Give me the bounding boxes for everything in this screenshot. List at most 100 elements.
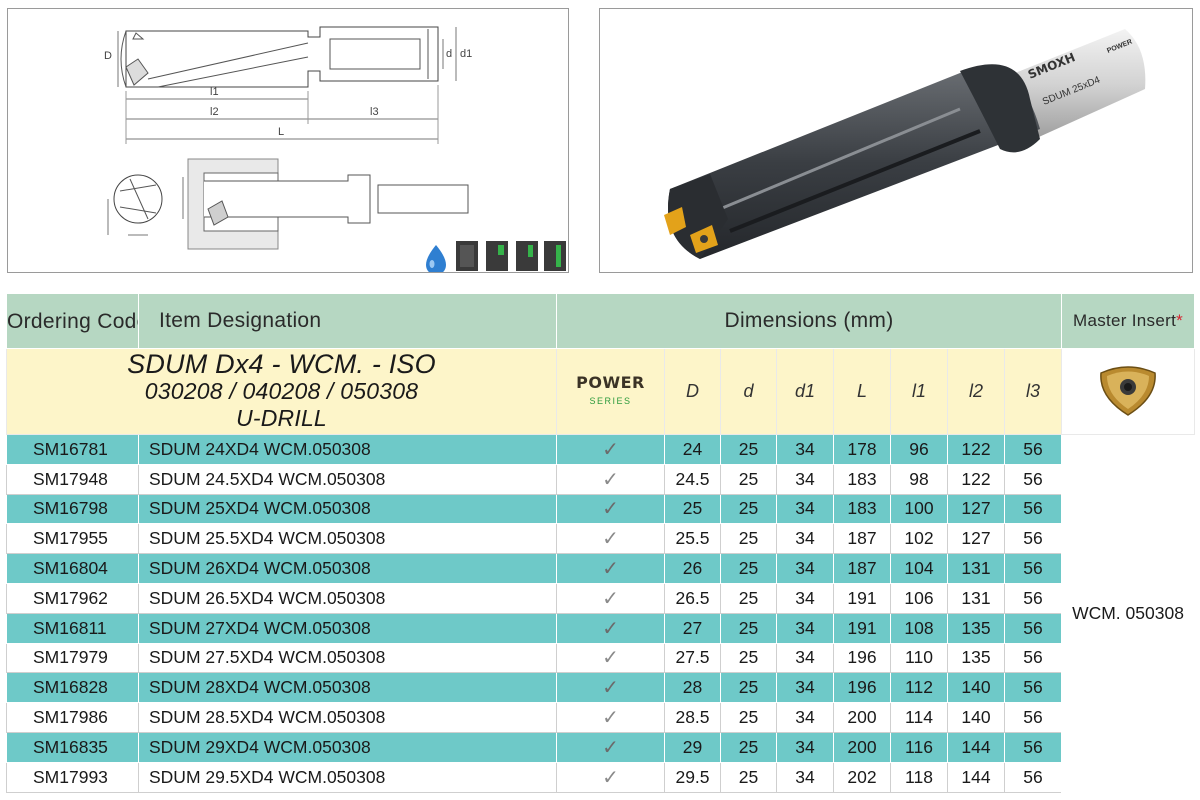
- dim-cell-D: 24.5: [664, 463, 721, 495]
- power-series-check-icon: ✓: [556, 523, 665, 555]
- dim-cell-d1: 34: [776, 582, 834, 614]
- dim-cell-l3: 56: [1003, 434, 1063, 465]
- dim-cell-d1: 34: [776, 434, 834, 465]
- dim-cell-d1: 34: [776, 672, 834, 704]
- power-series-check-icon: ✓: [556, 612, 665, 644]
- dim-cell-d1: 34: [776, 523, 834, 555]
- material-stainless-icon: [516, 241, 538, 271]
- dim-label-D: D: [664, 348, 721, 435]
- ordering-code-cell: SM16835: [6, 731, 139, 763]
- power-series-check-icon: ✓: [556, 731, 665, 763]
- dim-cell-l3: 56: [1003, 761, 1063, 793]
- power-series-check-icon: ✓: [556, 761, 665, 793]
- dim-cell-l1: 100: [890, 493, 948, 525]
- dim-cell-d1: 34: [776, 493, 834, 525]
- item-designation-cell: SDUM 27.5XD4 WCM.050308: [138, 642, 557, 674]
- dim-cell-d1: 34: [776, 463, 834, 495]
- ordering-code-cell: SM17948: [6, 463, 139, 495]
- technical-drawing-panel: D d d1 l1 l2 l3 L: [7, 8, 569, 273]
- dim-cell-d: 25: [720, 642, 777, 674]
- wcm-insert-icon: [1100, 366, 1156, 416]
- dim-cell-L: 196: [833, 672, 891, 704]
- power-series-check-icon: ✓: [556, 642, 665, 674]
- dim-cell-l3: 56: [1003, 493, 1063, 525]
- dim-label-l1: l1: [890, 348, 948, 435]
- dim-label-l2: l2: [947, 348, 1005, 435]
- dim-cell-L: 202: [833, 761, 891, 793]
- power-logo-subtext: SERIES: [589, 395, 632, 406]
- dim-cell-L: 200: [833, 731, 891, 763]
- dim-cell-d: 25: [720, 612, 777, 644]
- dim-cell-D: 28: [664, 672, 721, 704]
- power-logo-text: POWER: [576, 372, 645, 392]
- dim-label-L: L: [833, 348, 891, 435]
- dim-cell-d: 25: [720, 761, 777, 793]
- material-cast-iron-icon: [486, 241, 508, 271]
- item-designation-cell: SDUM 28XD4 WCM.050308: [138, 672, 557, 704]
- dim-cell-l3: 56: [1003, 582, 1063, 614]
- dim-cell-l2: 131: [947, 553, 1005, 584]
- product-table: Ordering Code Item Designation Dimension…: [6, 293, 1196, 793]
- dim-cell-d: 25: [720, 434, 777, 465]
- power-series-check-icon: ✓: [556, 493, 665, 525]
- dim-cell-l2: 144: [947, 731, 1005, 763]
- ordering-code-cell: SM17986: [6, 702, 139, 733]
- dim-cell-D: 26.5: [664, 582, 721, 614]
- ordering-code-cell: SM17993: [6, 761, 139, 793]
- power-series-check-icon: ✓: [556, 582, 665, 614]
- header-item-designation: Item Designation: [138, 293, 557, 349]
- dim-label-d1: d1: [776, 348, 834, 435]
- dim-cell-D: 24: [664, 434, 721, 465]
- dim-cell-l2: 127: [947, 493, 1005, 525]
- dim-cell-D: 27: [664, 612, 721, 644]
- dim-cell-d: 25: [720, 672, 777, 704]
- ordering-code-cell: SM16798: [6, 493, 139, 525]
- power-series-logo: POWER SERIES: [576, 372, 645, 408]
- ordering-code-cell: SM17962: [6, 582, 139, 614]
- drawing-label-d: d: [446, 48, 452, 60]
- dim-cell-d: 25: [720, 731, 777, 763]
- item-designation-cell: SDUM 26XD4 WCM.050308: [138, 553, 557, 584]
- dim-cell-L: 200: [833, 702, 891, 733]
- dim-cell-l3: 56: [1003, 523, 1063, 555]
- dim-cell-l2: 131: [947, 582, 1005, 614]
- required-star: *: [1176, 311, 1184, 330]
- dim-cell-D: 25.5: [664, 523, 721, 555]
- drawing-label-l1: l1: [210, 86, 219, 98]
- dim-cell-l1: 96: [890, 434, 948, 465]
- material-steel-icon: [456, 241, 478, 271]
- dim-cell-l1: 116: [890, 731, 948, 763]
- power-series-check-icon: ✓: [556, 702, 665, 733]
- item-designation-cell: SDUM 25XD4 WCM.050308: [138, 493, 557, 525]
- power-series-check-icon: ✓: [556, 463, 665, 495]
- material-nonferrous-icon: [544, 241, 566, 271]
- series-title-line2: 030208 / 040208 / 050308: [144, 378, 419, 404]
- dim-cell-l2: 127: [947, 523, 1005, 555]
- header-master-insert-label: Master Insert: [1073, 311, 1177, 330]
- power-series-check-icon: ✓: [556, 672, 665, 704]
- item-designation-cell: SDUM 28.5XD4 WCM.050308: [138, 702, 557, 733]
- dim-cell-l3: 56: [1003, 553, 1063, 584]
- table-header-row: Ordering Code Item Designation Dimension…: [6, 293, 1196, 349]
- dim-cell-l1: 112: [890, 672, 948, 704]
- dim-cell-l3: 56: [1003, 463, 1063, 495]
- dim-cell-d1: 34: [776, 731, 834, 763]
- dim-cell-l3: 56: [1003, 702, 1063, 733]
- item-designation-cell: SDUM 24.5XD4 WCM.050308: [138, 463, 557, 495]
- dim-label-l3: l3: [1003, 348, 1063, 435]
- dim-cell-d1: 34: [776, 553, 834, 584]
- dim-cell-D: 29.5: [664, 761, 721, 793]
- dim-cell-d1: 34: [776, 702, 834, 733]
- header-dimensions: Dimensions (mm): [555, 293, 1063, 349]
- dim-cell-d: 25: [720, 553, 777, 584]
- drawing-label-d1: d1: [460, 48, 472, 60]
- dim-cell-D: 28.5: [664, 702, 721, 733]
- dim-cell-l1: 114: [890, 702, 948, 733]
- dim-cell-d1: 34: [776, 761, 834, 793]
